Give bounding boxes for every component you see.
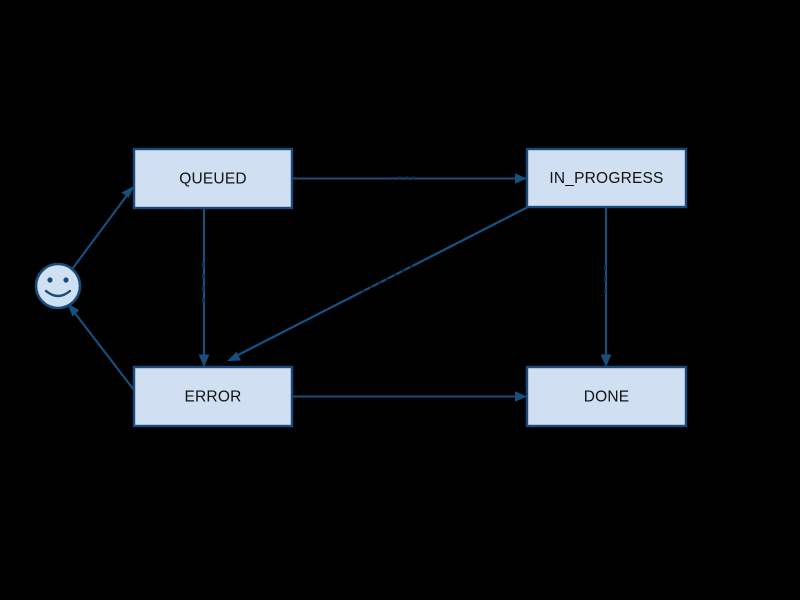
arrowhead-in-progress-to-done: [600, 354, 612, 367]
arrowhead-queued-to-error: [198, 354, 210, 367]
edge-in-progress-to-done[interactable]: [600, 207, 612, 367]
state-node-in-progress[interactable]: IN_PROGRESS: [525, 147, 688, 209]
state-label-in-progress: IN_PROGRESS: [549, 170, 663, 187]
smiley-left-eye-icon: [47, 277, 53, 283]
edge-queued-to-in-progress[interactable]: [292, 173, 527, 184]
state-label-error: ERROR: [185, 389, 242, 406]
edge-start-to-queued[interactable]: [69, 186, 134, 273]
state-node-error[interactable]: ERROR: [132, 365, 294, 428]
smiley-mouth-icon: [44, 289, 72, 298]
state-box-queued: [132, 147, 294, 210]
edge-in-progress-to-error[interactable]: [227, 205, 529, 361]
edge-queued-to-error[interactable]: [198, 208, 210, 367]
state-box-error: [132, 365, 294, 428]
state-label-queued: QUEUED: [179, 171, 247, 188]
arrowhead-error-to-done: [515, 391, 527, 402]
edge-label-remnant: [361, 264, 415, 293]
edge-error-to-start[interactable]: [67, 303, 135, 391]
arrowhead-start-to-queued: [121, 186, 134, 198]
state-box-in-progress: [525, 147, 688, 209]
state-box-done: [525, 365, 688, 428]
arrowhead-error-to-start: [67, 303, 80, 317]
state-label-done: DONE: [584, 389, 630, 406]
state-node-done[interactable]: DONE: [525, 365, 688, 428]
start-end-node[interactable]: [34, 262, 82, 310]
smiley-right-eye-icon: [63, 277, 69, 283]
state-node-queued[interactable]: QUEUED: [132, 147, 294, 210]
arrowhead-queued-to-in-progress: [515, 173, 527, 184]
arrowhead-in-progress-to-error: [227, 351, 241, 361]
smiley-circle: [34, 262, 82, 310]
edge-error-to-done[interactable]: [292, 391, 527, 402]
